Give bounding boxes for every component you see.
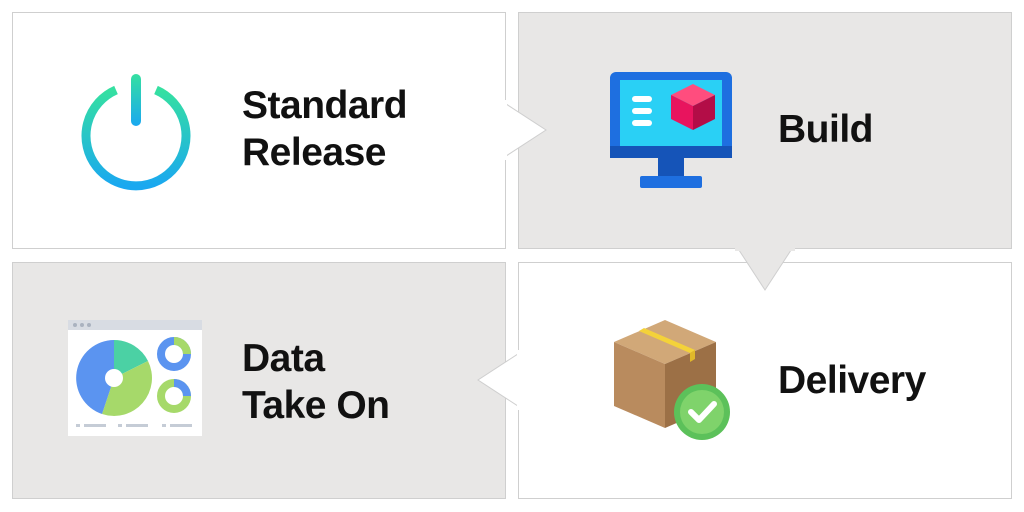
step-label-line: Release: [242, 131, 386, 174]
step-label-build: Build: [778, 106, 873, 153]
step-label-line: Take On: [242, 384, 390, 427]
step-label-line: Delivery: [778, 359, 926, 402]
step-label-standard-release: Standard Release: [242, 82, 408, 176]
arrow-to-delivery: [735, 244, 795, 291]
package-check-icon: [614, 320, 730, 440]
step-label-line: Build: [778, 108, 873, 151]
step-label-line: Standard: [242, 84, 408, 127]
arrow-to-data-take-on: [477, 350, 524, 410]
power-icon: [81, 74, 191, 191]
dashboard-chart-icon: [68, 320, 202, 436]
arrow-to-build: [500, 100, 547, 160]
step-label-data-take-on: Data Take On: [242, 335, 390, 429]
panel-build: [518, 12, 1012, 249]
step-label-delivery: Delivery: [778, 357, 926, 404]
step-label-line: Data: [242, 337, 325, 380]
panel-delivery: [518, 262, 1012, 499]
monitor-cube-icon: [610, 72, 732, 188]
panel-standard-release: [12, 12, 506, 249]
